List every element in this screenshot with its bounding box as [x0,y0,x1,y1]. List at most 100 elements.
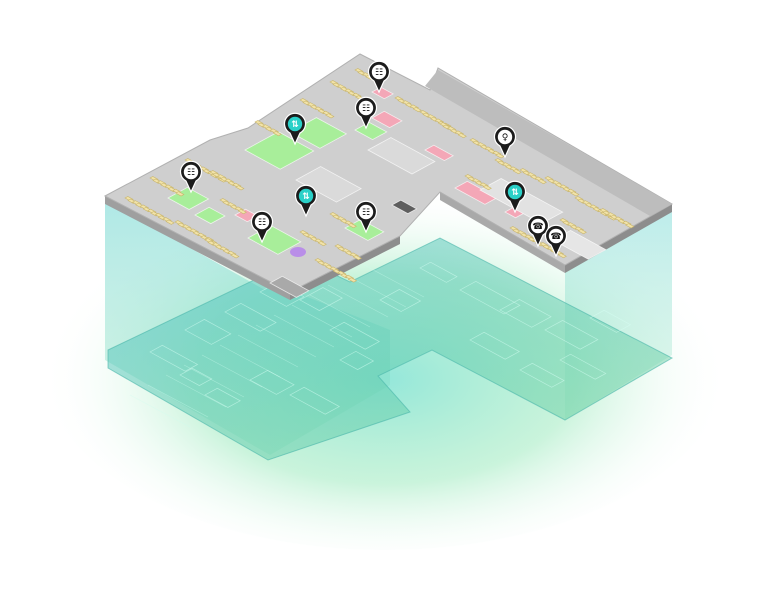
zone-grey [295,166,362,203]
map-pin-phone-booth[interactable]: ☎ [544,224,568,258]
lower-floor-room [379,289,422,312]
corridor-right-wing [425,70,672,216]
pin-face [530,218,546,234]
desk [482,185,492,191]
desk [512,169,522,175]
lower-floor-room [519,362,565,388]
lower-floor-wall [237,334,299,368]
map-pin-elevator[interactable]: ⇅ [283,112,307,146]
zone-grey [269,275,310,298]
pin-face [497,129,513,145]
lower-floor-slab [107,237,674,461]
lower-floor-wall [201,354,263,388]
desk [457,133,467,139]
map-pin-elevator[interactable]: ⇅ [294,184,318,218]
desk [557,253,567,259]
lower-floor [107,237,674,461]
pin-face [298,188,314,204]
lower-floor-wall [363,264,425,298]
desk [352,255,362,261]
meeting-room-icon: ☷ [258,218,266,228]
slab-edge-left [105,196,290,300]
lower-floor-room [459,280,521,315]
lower-floor-room [184,319,232,345]
lower-floor-wall [147,384,209,418]
desk [577,229,587,235]
lower-floor-wall [255,324,317,358]
desk [347,223,357,229]
desk [325,113,335,119]
zone-pink [371,110,403,129]
map-pin-restroom[interactable]: ♀ [493,125,517,159]
meeting-room-icon: ☷ [187,168,195,178]
desk [165,219,175,225]
elevator-icon: ⇅ [511,188,519,198]
lower-floor-wall [291,304,353,338]
desk [272,131,282,137]
pin-face [371,64,387,80]
pin-face [287,116,303,132]
lower-floor-room [299,287,343,311]
lower-floor-wall [165,374,227,408]
desk [175,191,185,197]
desk [230,253,240,259]
lower-floor-room [589,309,632,333]
elevator-icon: ⇅ [302,192,310,202]
lower-floor-wall [327,284,389,318]
map-pin-meeting-room[interactable]: ☷ [354,200,378,234]
lower-floor-room [559,353,607,380]
lower-floor-linework [129,261,632,428]
slab-edge-front [290,236,400,300]
map-pin-meeting-room[interactable]: ☷ [250,210,274,244]
round-table [290,247,306,257]
restroom-icon: ♀ [502,133,509,143]
lower-floor-room [544,320,599,350]
lower-floor-room [149,344,199,372]
desk [537,179,547,185]
zone-grey [391,199,418,215]
lower-floor-room [499,299,552,328]
lower-floor-room [179,367,213,386]
meeting-room-icon: ☷ [362,208,370,218]
lower-floor-room [339,350,375,370]
lower-floor-room [329,321,381,350]
map-pin-meeting-room[interactable]: ☷ [354,96,378,130]
lower-floor-wall [183,364,245,398]
map-pins: ☷ ☷ ⇅ ☷ ♀ ☷ ⇅ ☷ ⇅ ☎ ☎ [179,60,568,258]
slab-edge-inner [440,192,565,273]
pin-face [358,100,374,116]
desk [412,107,422,113]
pin-face [548,228,564,244]
desk [347,277,358,283]
desk [235,185,245,191]
map-pin-elevator[interactable]: ⇅ [503,180,527,214]
zone-grey [479,178,564,225]
desk [625,223,635,229]
lower-floor-room [224,302,277,332]
desk [237,209,247,215]
lower-floor-wall [129,394,191,428]
desk [495,153,505,159]
pin-face [507,184,523,200]
meeting-room-icon: ☷ [362,104,370,114]
lower-floor-room [204,387,241,408]
desk [570,191,580,197]
map-pin-meeting-room[interactable]: ☷ [179,160,203,194]
pin-face [183,164,199,180]
lower-floor-room [469,331,521,360]
desk [317,241,327,247]
lower-floor-room [289,386,341,415]
pin-face [254,214,270,230]
map-pin-meeting-room[interactable]: ☷ [367,60,391,94]
elevator-icon: ⇅ [291,120,299,130]
lower-floor-wall [309,294,371,328]
phone-booth-icon: ☎ [550,232,561,242]
zone-green [244,131,315,170]
pin-face [358,204,374,220]
lower-floor-room [249,370,295,395]
phone-booth-icon: ☎ [532,222,543,232]
zone-pink [424,144,454,162]
desk-clusters [124,68,635,283]
lower-floor-wall [219,344,281,378]
